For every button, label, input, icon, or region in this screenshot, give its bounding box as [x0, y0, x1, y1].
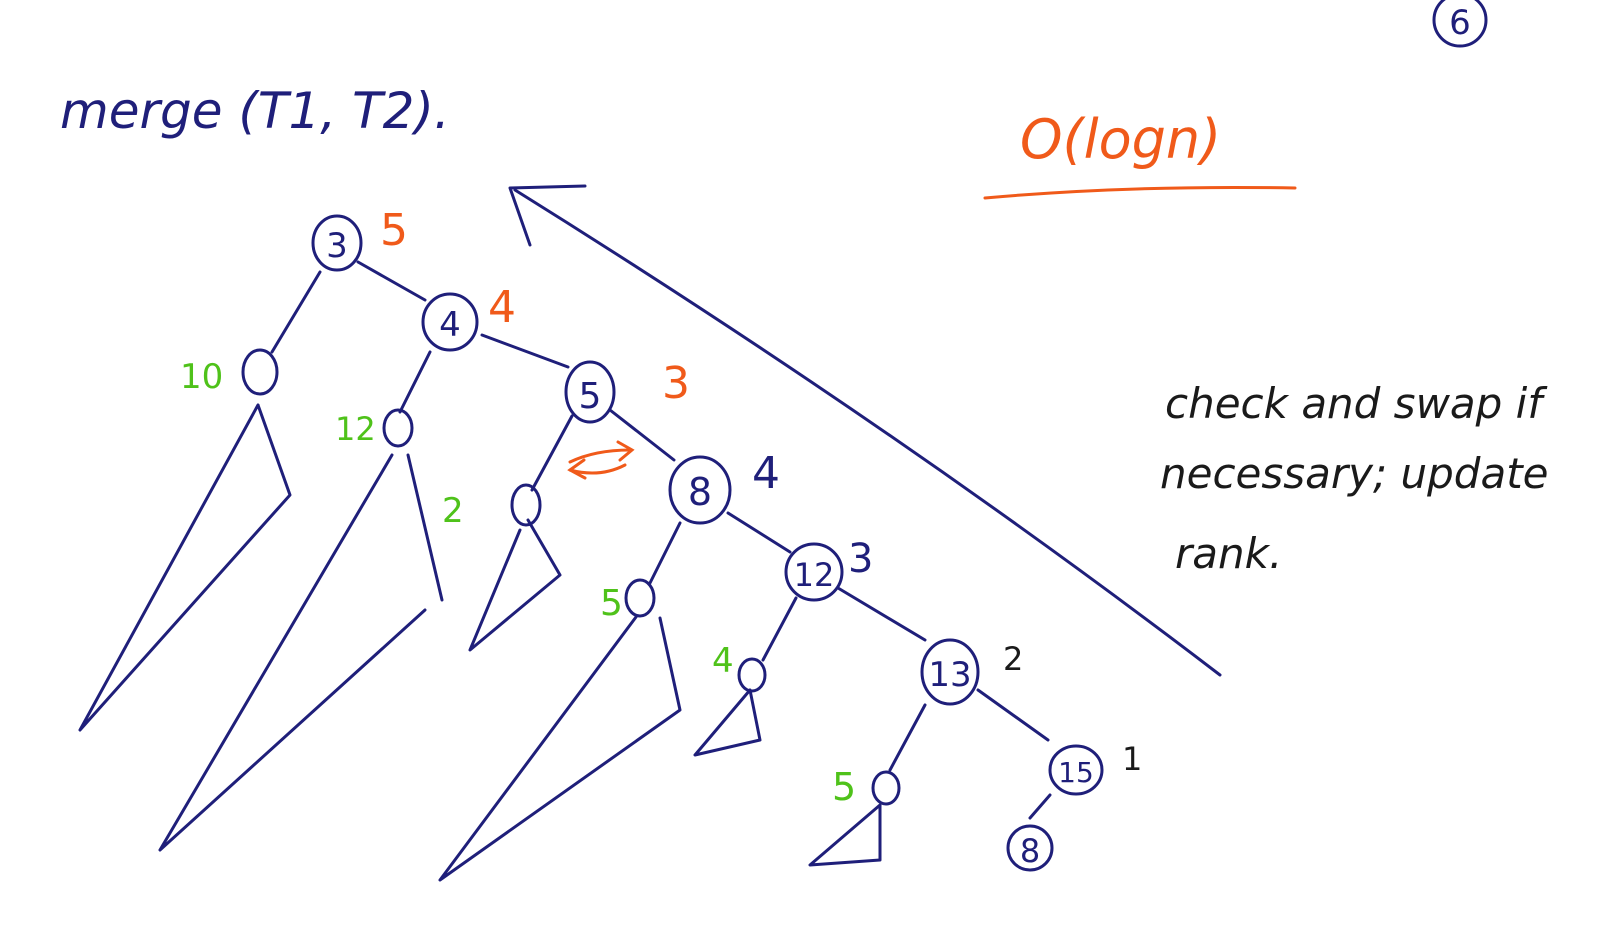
- complexity-underline: [983, 185, 1297, 200]
- subtree-12: [158, 453, 444, 852]
- edge-4-left: [398, 350, 432, 414]
- swap-arrow-head-right: [616, 440, 635, 462]
- edge-8-12: [726, 511, 792, 554]
- edge-13-15: [976, 688, 1050, 742]
- leaf-label: 8: [1020, 832, 1040, 870]
- node-13: 13 2: [920, 638, 1023, 706]
- edge-15-left: [1028, 793, 1052, 820]
- node-circle: [920, 638, 980, 706]
- child-rank-5b: 5: [832, 765, 856, 809]
- node-label: 8: [688, 470, 712, 514]
- node-label: 4: [439, 305, 461, 345]
- node-3: 3 5: [311, 205, 408, 272]
- child-rank-4: 4: [712, 641, 734, 681]
- note-line-1: check and swap if: [1165, 379, 1548, 428]
- child-circle-2: [510, 483, 542, 527]
- edge-8-left: [648, 521, 682, 585]
- swap-arrow-top: [568, 448, 632, 464]
- edge-4-5: [480, 333, 570, 369]
- node-label: 5: [579, 376, 602, 417]
- page-marker-circle: [1432, 0, 1488, 48]
- node-circle: [311, 214, 363, 272]
- child-rank-12: 12: [335, 410, 376, 448]
- subtree-5a: [438, 615, 682, 882]
- note-line-2: necessary; update: [1160, 449, 1549, 498]
- subtree-10: [78, 403, 292, 732]
- child-rank-10: 10: [180, 357, 223, 397]
- child-circle-5b: [871, 770, 901, 806]
- node-12: 12 3: [784, 536, 873, 602]
- node-5: 5 3: [564, 358, 690, 424]
- node-rank: 1: [1122, 740, 1142, 778]
- node-label: 15: [1058, 756, 1094, 789]
- subtree-2: [468, 518, 562, 652]
- node-label: 12: [794, 556, 835, 594]
- node-rank: 3: [662, 358, 690, 409]
- node-circle: [784, 542, 844, 602]
- node-circle: [1048, 744, 1104, 796]
- edge-3-4: [356, 260, 427, 302]
- node-rank: 3: [848, 536, 873, 582]
- leaf-circle: [1006, 824, 1054, 872]
- title: merge (T1, T2).: [60, 82, 450, 140]
- child-rank-5a: 5: [600, 583, 623, 624]
- child-rank-2: 2: [442, 491, 464, 531]
- node-4: 4 4: [421, 282, 516, 352]
- return-arrow-line: [513, 188, 1222, 677]
- node-label: 13: [928, 655, 971, 695]
- edge-12-13: [836, 586, 927, 642]
- subtree-4: [693, 688, 762, 757]
- swap-arrow-bottom: [568, 463, 627, 475]
- complexity-label: O(logn): [1020, 108, 1221, 171]
- child-circle-4: [737, 657, 767, 693]
- child-circle-12: [382, 408, 414, 448]
- node-15: 15 1: [1048, 740, 1142, 796]
- return-arrow-head: [508, 184, 587, 247]
- edge-3-left: [270, 270, 322, 354]
- node-rank: 4: [752, 448, 780, 499]
- node-circle: [564, 360, 616, 424]
- swap-arrow-head-left: [567, 458, 587, 480]
- node-rank: 4: [488, 282, 516, 333]
- edge-13-left: [888, 703, 927, 772]
- note-line-3: rank.: [1175, 529, 1282, 578]
- edge-12-left: [761, 596, 798, 662]
- node-rank: 5: [380, 205, 408, 256]
- child-circle-5a: [624, 578, 656, 618]
- node-rank: 2: [1003, 640, 1023, 678]
- node-circle: [421, 292, 479, 352]
- node-8: 8 4: [668, 448, 780, 525]
- child-circle-10: [241, 348, 279, 396]
- node-circle: [668, 455, 732, 525]
- edge-5-8: [608, 408, 676, 462]
- node-label: 3: [326, 226, 348, 266]
- page-marker: 6: [1449, 3, 1471, 43]
- edge-5-left: [530, 414, 574, 492]
- subtree-5b: [808, 803, 882, 867]
